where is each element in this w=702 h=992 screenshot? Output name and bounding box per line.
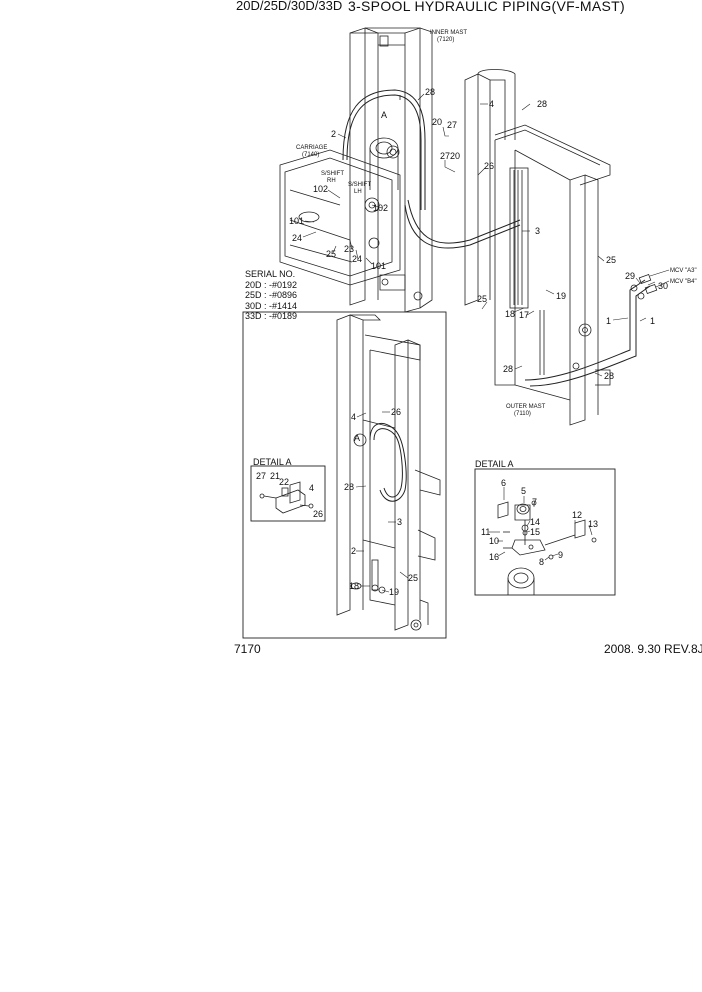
callout: 1 <box>650 316 655 326</box>
callout: 26 <box>391 407 401 417</box>
svg-text:LH: LH <box>354 189 362 195</box>
serial-line: 25D : -#0896 <box>245 290 298 300</box>
callout: 4 <box>489 99 494 109</box>
annotation-mcv-b4: MCV "B4" <box>670 279 697 285</box>
callout: 26 <box>484 161 494 171</box>
detail-a-right-title: DETAIL A <box>475 459 514 469</box>
detail-a-right-drawing <box>497 500 597 595</box>
svg-text:(7120): (7120) <box>437 37 454 43</box>
callout: 9 <box>558 550 563 560</box>
inset-view-a-label: A <box>354 433 360 443</box>
annotation-mcv-a3: MCV "A3" <box>670 268 697 274</box>
detail-a-left-drawing <box>259 481 314 514</box>
lift-cylinder <box>369 137 400 190</box>
callout: 2 <box>351 546 356 556</box>
callout: 28 <box>604 371 614 381</box>
callout: 24 <box>352 254 362 264</box>
callout: 16 <box>489 552 499 562</box>
callout: 15 <box>530 527 540 537</box>
serial-line: 33D : -#0189 <box>245 311 298 321</box>
svg-text:S/SHIFT: S/SHIFT <box>348 182 371 188</box>
annotation-sshift-lh: S/SHIFT LH <box>348 182 371 195</box>
inset-callouts: 4 26 28 3 2 25 18 19 <box>344 407 418 597</box>
svg-text:OUTER MAST: OUTER MAST <box>506 404 546 410</box>
callout: 2 <box>331 129 336 139</box>
callout: 3 <box>397 517 402 527</box>
callout: 21 <box>270 471 280 481</box>
callout: 8 <box>539 557 544 567</box>
callout: 14 <box>530 517 540 527</box>
callout: 23 <box>344 244 354 254</box>
callout: 28 <box>344 482 354 492</box>
view-a-label: A <box>381 110 387 120</box>
callout: 24 <box>292 233 302 243</box>
callout: 1 <box>606 316 611 326</box>
callout: 27 <box>447 120 457 130</box>
callout: 29 <box>625 271 635 281</box>
revision-date: 2008. 9.30 REV.8J <box>604 642 702 656</box>
callout: 20 <box>450 151 460 161</box>
callout: 18 <box>349 581 359 591</box>
callout: 17 <box>519 310 529 320</box>
svg-text:CARRIAGE: CARRIAGE <box>296 145 327 151</box>
callout: 102 <box>373 203 388 213</box>
detail-a-left-callouts: 27 21 22 4 26 <box>256 471 323 519</box>
callout: 6 <box>501 478 506 488</box>
callout: 27 <box>440 151 450 161</box>
callout: 19 <box>556 291 566 301</box>
inset-mast-drawing <box>336 314 441 631</box>
callout: 28 <box>537 99 547 109</box>
svg-text:(7140): (7140) <box>302 152 319 158</box>
annotation-inner-mast: INNER MAST (7120) <box>430 30 467 43</box>
callout: 28 <box>425 87 435 97</box>
mcv-fittings <box>630 273 658 300</box>
serial-line: 30D : -#1414 <box>245 300 298 311</box>
serial-line: 20D : -#0192 <box>245 279 298 290</box>
svg-text:S/SHIFT: S/SHIFT <box>321 171 344 177</box>
callout: 101 <box>289 216 304 226</box>
callout: 102 <box>313 184 328 194</box>
callout: 25 <box>408 573 418 583</box>
callout: 101 <box>371 261 386 271</box>
callout: 10 <box>489 536 499 546</box>
inner-mast-drawing <box>349 27 433 313</box>
callout: 25 <box>477 294 487 304</box>
serial-heading: SERIAL NO. <box>245 269 296 279</box>
callout: 25 <box>326 249 336 259</box>
callout: 25 <box>606 255 616 265</box>
carriage-drawing <box>279 149 401 286</box>
svg-text:RH: RH <box>327 178 336 184</box>
detail-a-right-callouts: 6 5 7 14 15 11 10 16 8 9 12 13 <box>481 478 598 567</box>
callout: 4 <box>309 483 314 493</box>
callout: 28 <box>503 364 513 374</box>
annotation-outer-mast: OUTER MAST (7110) <box>506 404 546 417</box>
callout: 13 <box>588 519 598 529</box>
serial-number-list: SERIAL NO. 20D : -#0192 25D : -#0896 30D… <box>245 269 297 322</box>
page-number: 7170 <box>234 642 261 656</box>
callout: 3 <box>535 226 540 236</box>
detail-a-left-title: DETAIL A <box>253 457 292 467</box>
callout: 11 <box>481 527 490 537</box>
callout: 18 <box>505 309 515 319</box>
main-callouts: 2 28 28 4 20 27 27 20 26 3 25 25 19 18 1… <box>289 87 668 381</box>
callout: 4 <box>351 412 356 422</box>
callout: 22 <box>279 477 289 487</box>
callout: 7 <box>532 497 537 507</box>
svg-text:(7110): (7110) <box>514 411 531 417</box>
outer-mast-drawing <box>464 69 611 426</box>
callout: 12 <box>572 510 582 520</box>
annotation-carriage: CARRIAGE (7140) <box>296 145 327 158</box>
page-title: 3-SPOOL HYDRAULIC PIPING(VF-MAST) <box>348 0 625 14</box>
model-list: 20D/25D/30D/33D <box>236 0 343 13</box>
callout: 26 <box>313 509 323 519</box>
svg-text:INNER MAST: INNER MAST <box>430 30 467 36</box>
callout: 27 <box>256 471 266 481</box>
callout: 5 <box>521 486 526 496</box>
callout: 19 <box>389 587 399 597</box>
annotation-sshift-rh: S/SHIFT RH <box>321 171 344 184</box>
callout: 20 <box>432 117 442 127</box>
callout: 30 <box>658 281 668 291</box>
